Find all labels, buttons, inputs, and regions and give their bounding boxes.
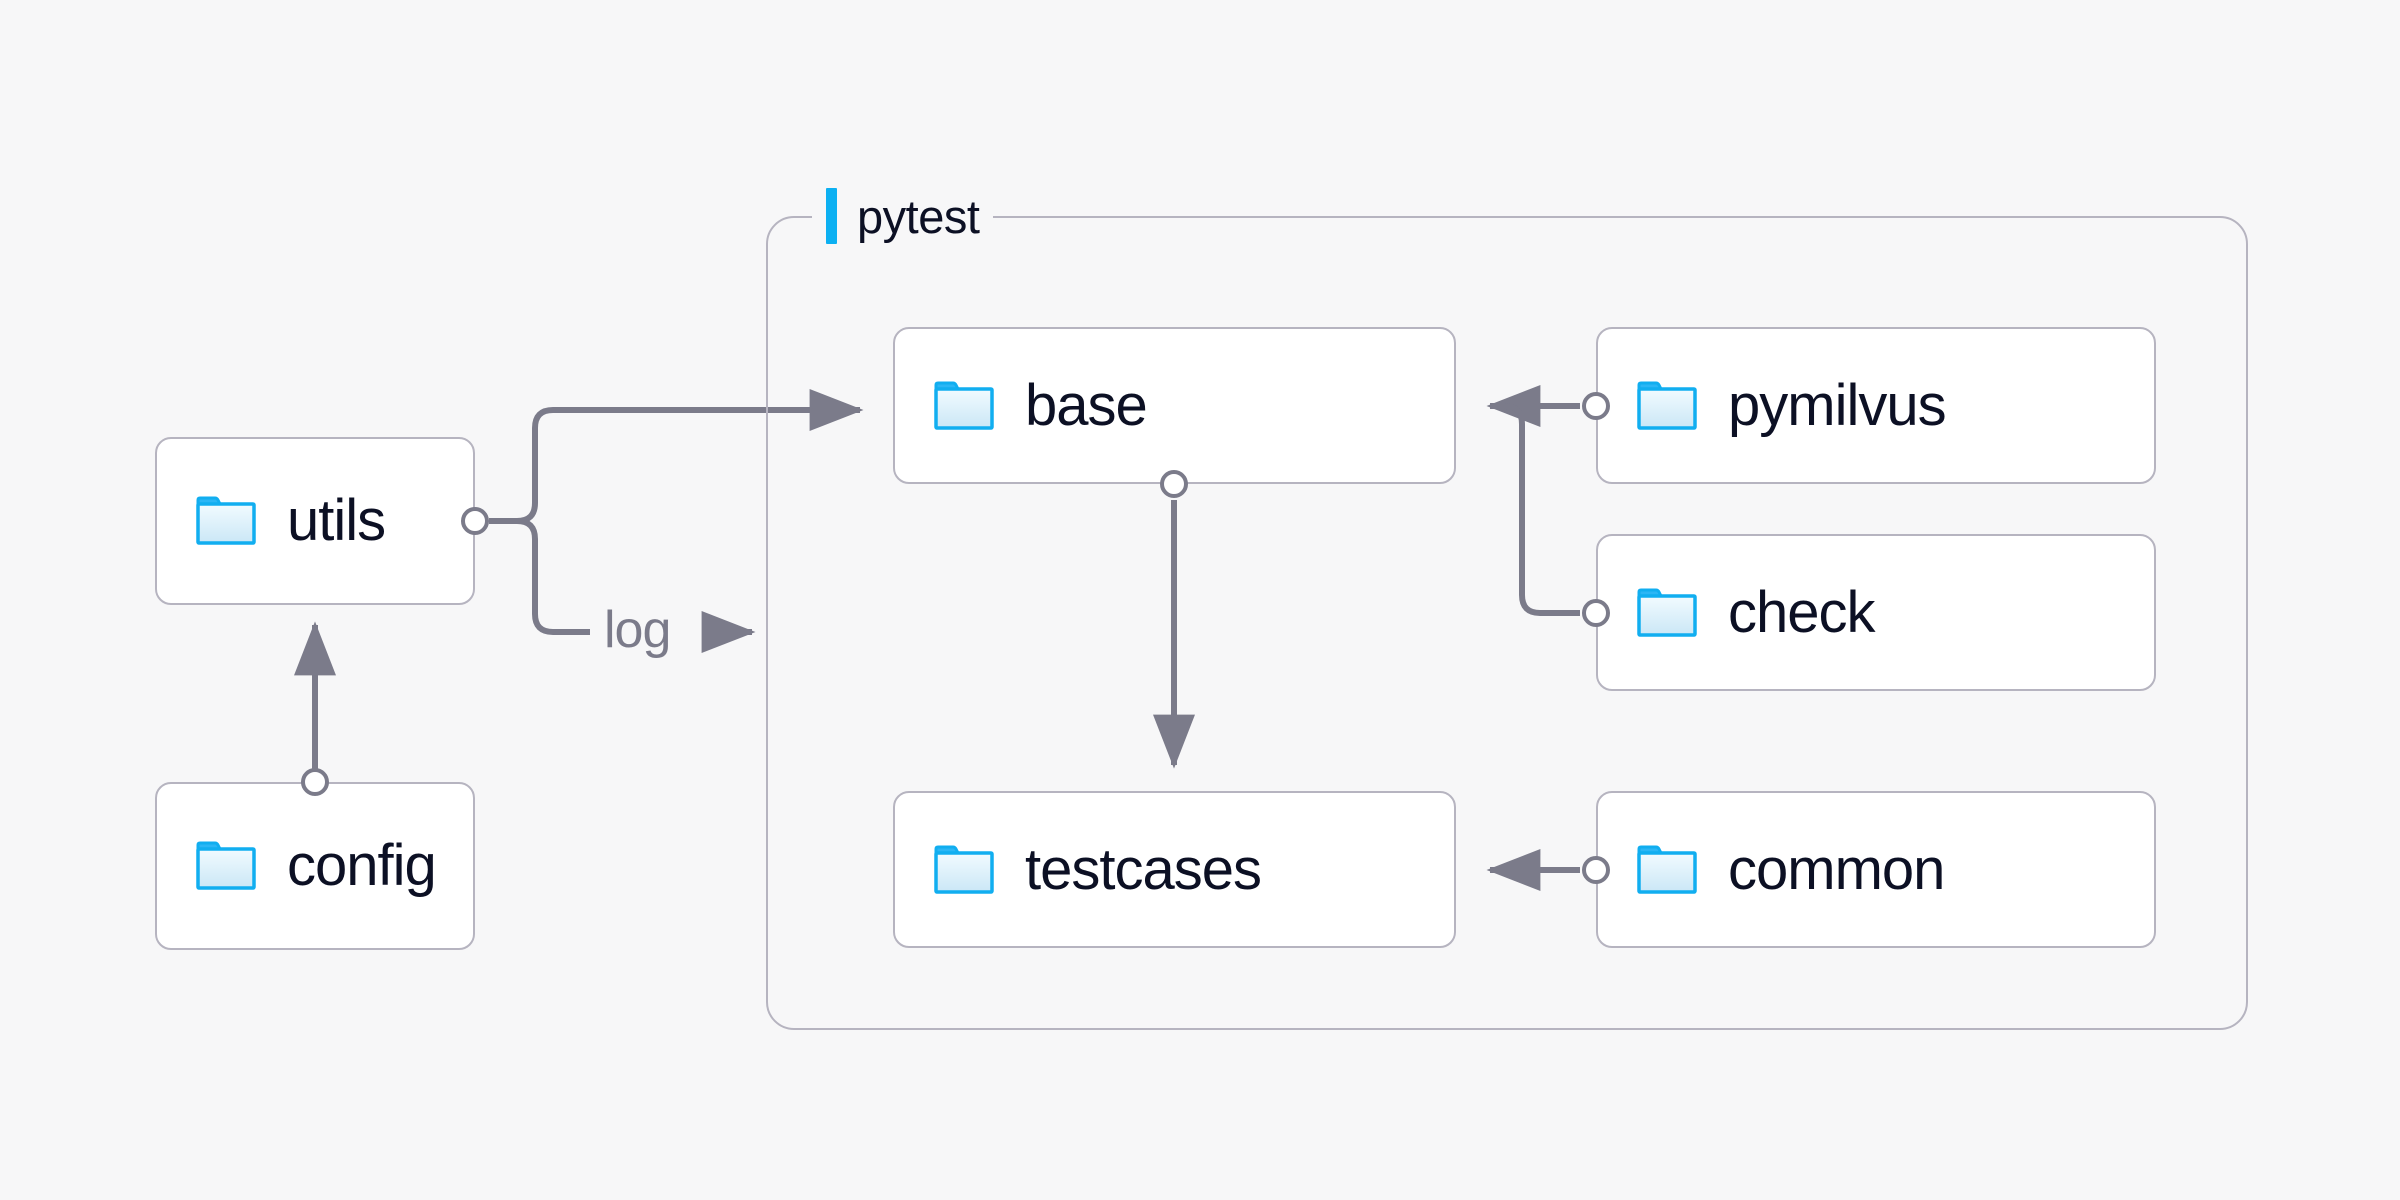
port-base-bottom[interactable] — [1160, 470, 1188, 498]
pytest-group-label: pytest — [812, 186, 994, 246]
node-testcases-label: testcases — [1025, 836, 1262, 902]
pytest-group[interactable] — [766, 216, 2248, 1030]
port-pymilvus-left[interactable] — [1582, 392, 1610, 420]
folder-icon — [196, 841, 256, 890]
pytest-group-label-text: pytest — [857, 189, 980, 243]
node-check-label: check — [1728, 579, 1876, 645]
node-common[interactable]: common — [1596, 791, 2156, 948]
node-common-label: common — [1728, 836, 1945, 902]
node-config[interactable]: config — [155, 782, 475, 950]
port-config-top[interactable] — [301, 768, 329, 796]
port-common-left[interactable] — [1582, 856, 1610, 884]
folder-icon — [934, 845, 994, 894]
node-pymilvus-label: pymilvus — [1728, 372, 1947, 438]
folder-icon — [196, 496, 256, 545]
node-utils[interactable]: utils — [155, 437, 475, 605]
port-utils-right[interactable] — [461, 507, 489, 535]
edge-label-log: log — [604, 601, 671, 659]
accent-bar-icon — [826, 188, 837, 244]
node-utils-label: utils — [287, 488, 386, 553]
node-check[interactable]: check — [1596, 534, 2156, 691]
folder-icon — [934, 381, 994, 430]
folder-icon — [1637, 845, 1697, 894]
folder-icon — [1637, 381, 1697, 430]
folder-icon — [1637, 588, 1697, 637]
node-base-label: base — [1025, 372, 1148, 438]
node-base[interactable]: base — [893, 327, 1456, 484]
node-testcases[interactable]: testcases — [893, 791, 1456, 948]
node-pymilvus[interactable]: pymilvus — [1596, 327, 2156, 484]
node-config-label: config — [287, 833, 437, 898]
port-check-left[interactable] — [1582, 599, 1610, 627]
